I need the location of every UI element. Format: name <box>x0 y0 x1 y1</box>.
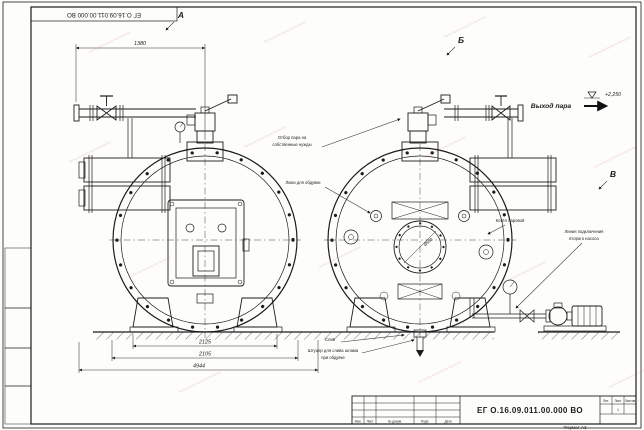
elevation-label: +2,250 <box>605 92 621 98</box>
blow-hatch-left <box>370 210 382 222</box>
economizer-right <box>469 155 557 213</box>
tb-col-izm: Изм. <box>355 420 362 424</box>
left-margin-boxes <box>4 247 32 425</box>
drain-label: Слив <box>325 337 336 342</box>
right-boiler-view: Ø500 <box>324 94 607 357</box>
rim-bolts <box>115 150 295 330</box>
title-block: Изм. Лист № докум. Подп. Дата ЕГ О.16.09… <box>351 395 637 430</box>
dim-shell-width: 2105 <box>198 352 212 358</box>
dim-overall-length: 4944 <box>193 364 205 370</box>
safety-valve-right <box>407 94 451 132</box>
annotations: А Б В Выход пара +2,250 Отбор пара на со… <box>165 10 621 360</box>
dim-support-span: 2125 <box>198 340 212 346</box>
dimension-4944: 4944 <box>78 340 319 373</box>
view-label-b: Б <box>458 35 464 45</box>
manhole: Ø500 <box>393 220 447 274</box>
view-label-a: А <box>177 10 184 20</box>
sludge-nozzle-label2: при обдувке <box>321 355 345 360</box>
gate-valve-left <box>96 95 117 121</box>
ground-hatching <box>93 331 620 340</box>
pump-line-label1: Линия подключения <box>565 229 604 234</box>
manhole-diameter-label: Ø500 <box>423 236 435 247</box>
steam-outlet-label: Выход пара <box>531 102 572 110</box>
tb-col-lit: Лит. <box>603 399 609 403</box>
tb-doc-number: ЕГ О.16.09.011.00.000 ВО <box>477 406 583 415</box>
gate-valve-right <box>491 95 511 121</box>
tb-col-doc: № докум. <box>388 420 402 424</box>
pump-pressure-gauge <box>502 279 518 295</box>
top-stamp-doc-number: ЕГ О.16.09.011.00.000 ВО <box>67 11 141 18</box>
burner-mount <box>192 245 220 277</box>
format-label: Формат А3 <box>563 425 587 430</box>
tb-col-listov: Листов <box>625 399 636 403</box>
view-label-v: В <box>610 169 616 179</box>
sludge-nozzle-label1: Штуцер для слива шлама <box>308 348 359 353</box>
tb-sheet-number: 1 <box>617 408 619 412</box>
boiler-name-label: Котёл паровой <box>496 218 525 223</box>
tb-col-list2: Лист <box>615 399 622 403</box>
burner-door <box>167 199 250 304</box>
pump-piping <box>469 279 546 323</box>
tb-col-data: Дата <box>444 420 451 424</box>
tb-col-podp: Подп. <box>421 420 430 424</box>
steam-header-left <box>73 104 196 122</box>
steam-own-needs-line2: собственные нужды <box>272 142 311 147</box>
elevation-mark: +2,250 <box>584 91 621 99</box>
feed-pump <box>543 302 607 332</box>
dim-top-width: 1380 <box>134 41 146 47</box>
dimension-2105: 2105 <box>111 340 299 361</box>
dimension-1380: 1380 <box>75 41 206 140</box>
top-stamp-box <box>30 6 178 22</box>
door-handle <box>242 238 250 252</box>
left-boiler-view <box>73 94 301 338</box>
steam-own-needs-line1: Отбор пара на <box>278 135 307 140</box>
economizer-left <box>78 155 171 213</box>
pump-line-label2: второго насоса <box>569 236 599 241</box>
blow-hatches-label: Люки для обдувки <box>285 180 321 185</box>
rim-bolts <box>330 150 510 330</box>
blow-hatch-right <box>458 210 470 222</box>
rear-fittings: Ø500 <box>343 201 494 301</box>
pressure-gauge-left <box>174 121 186 143</box>
dimension-2125: 2125 <box>132 334 278 349</box>
tb-col-list: Лист <box>367 420 374 424</box>
